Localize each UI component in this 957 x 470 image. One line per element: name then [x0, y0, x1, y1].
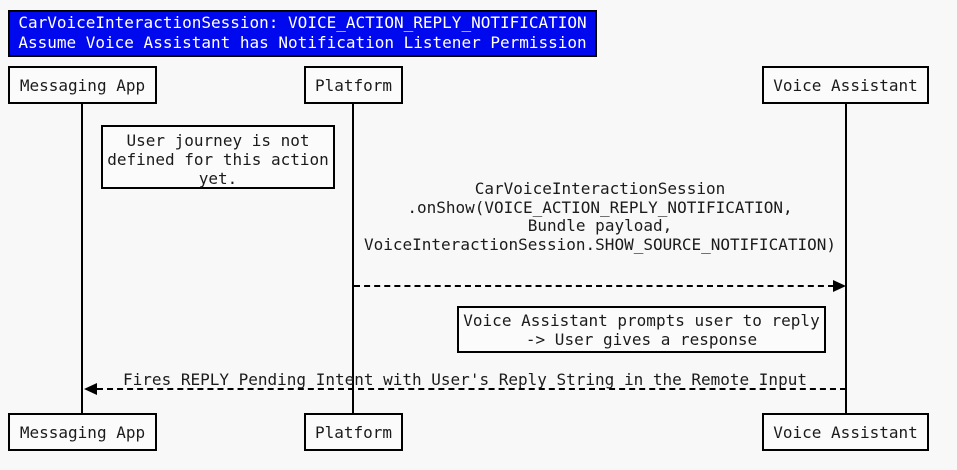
lifeline-voice-assistant [845, 104, 847, 413]
note-voice-assistant-prompts: Voice Assistant prompts user to reply ->… [457, 306, 826, 353]
lifeline-platform [352, 104, 354, 413]
note-line: defined for this action [107, 150, 329, 169]
message-onshow-label: CarVoiceInteractionSession .onShow(VOICE… [353, 179, 847, 254]
participant-label: Voice Assistant [773, 75, 918, 95]
participant-label: Messaging App [19, 75, 146, 95]
message-reply-intent-label: Fires REPLY Pending Intent with User's R… [84, 370, 846, 389]
message-line: CarVoiceInteractionSession [474, 179, 726, 198]
participant-bottom-messaging-app: Messaging App [8, 413, 157, 451]
message-line: Fires REPLY Pending Intent with User's R… [123, 370, 807, 389]
participant-label: Platform [314, 422, 393, 442]
arrowhead-left-icon [84, 383, 97, 395]
note-user-journey: User journey is not defined for this act… [101, 125, 335, 189]
arrowhead-right-icon [833, 280, 846, 292]
lifeline-messaging-app [81, 104, 83, 413]
participant-top-platform: Platform [304, 66, 403, 104]
message-reply-intent-arrow-line [97, 388, 846, 390]
participant-label: Messaging App [19, 422, 146, 442]
message-line: .onShow(VOICE_ACTION_REPLY_NOTIFICATION, [407, 197, 793, 217]
message-line: VoiceInteractionSession.SHOW_SOURCE_NOTI… [363, 234, 836, 254]
participant-top-messaging-app: Messaging App [8, 66, 157, 104]
participant-label: Voice Assistant [773, 422, 918, 442]
message-line: Bundle payload, [527, 216, 673, 235]
participant-bottom-voice-assistant: Voice Assistant [762, 413, 929, 451]
participant-top-voice-assistant: Voice Assistant [762, 66, 929, 104]
note-line: yet. [198, 169, 238, 188]
note-line: -> User gives a response [525, 330, 758, 349]
participant-label: Platform [314, 75, 393, 95]
participant-bottom-platform: Platform [304, 413, 403, 451]
note-line: Voice Assistant prompts user to reply [463, 311, 820, 330]
note-line: User journey is not [126, 131, 310, 150]
message-onshow-arrow-line [354, 285, 834, 287]
diagram-title-line-2: Assume Voice Assistant has Notification … [18, 33, 587, 52]
diagram-title: CarVoiceInteractionSession: VOICE_ACTION… [8, 10, 597, 57]
diagram-title-line-1: CarVoiceInteractionSession: VOICE_ACTION… [18, 13, 587, 32]
